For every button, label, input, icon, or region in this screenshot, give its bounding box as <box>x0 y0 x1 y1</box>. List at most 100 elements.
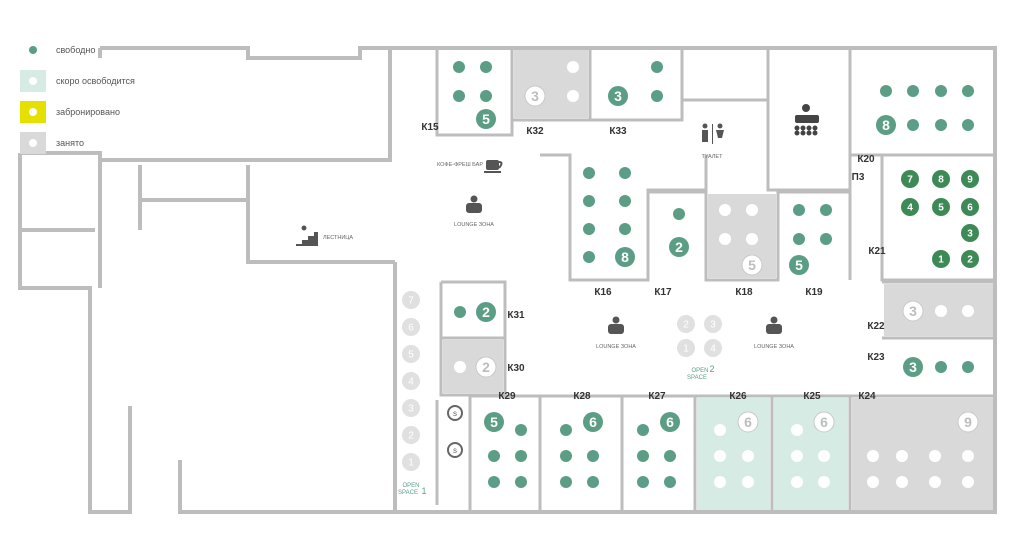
seat-k24-3[interactable] <box>962 450 974 462</box>
seat-k19-0[interactable] <box>793 204 805 216</box>
seat-k29-0[interactable] <box>488 450 500 462</box>
capacity-badge-k27[interactable] <box>660 412 680 432</box>
seat-k25-3[interactable] <box>818 476 830 488</box>
capacity-badge-k16[interactable] <box>615 247 635 267</box>
seat-k29-3[interactable] <box>515 476 527 488</box>
capacity-badge-k30[interactable] <box>475 356 497 378</box>
seat-k16-0[interactable] <box>583 167 595 179</box>
seat-k32-0[interactable] <box>567 61 579 73</box>
seat-k32-1[interactable] <box>567 90 579 102</box>
seat-k27-1[interactable] <box>637 450 649 462</box>
seat-k29-4[interactable] <box>515 424 527 436</box>
open-space-2-seat-4[interactable] <box>704 339 722 357</box>
seat-k27-3[interactable] <box>637 476 649 488</box>
capacity-badge-k24[interactable] <box>957 411 979 433</box>
seat-k18-3[interactable] <box>746 233 758 245</box>
open-space-1-seat-7[interactable] <box>402 291 420 309</box>
seat-k24-7[interactable] <box>962 476 974 488</box>
seat-k24-0[interactable] <box>867 450 879 462</box>
seat-k26-0[interactable] <box>714 450 726 462</box>
seat-k21-7[interactable] <box>932 250 950 268</box>
capacity-badge-k23[interactable] <box>903 357 923 377</box>
seat-k28-2[interactable] <box>587 450 599 462</box>
seat-k15-2[interactable] <box>453 90 465 102</box>
capacity-badge-k22[interactable] <box>902 300 924 322</box>
capacity-badge-k19[interactable] <box>789 255 809 275</box>
seat-k20-1[interactable] <box>907 85 919 97</box>
capacity-badge-k31[interactable] <box>476 302 496 322</box>
open-space-1-seat-2[interactable] <box>402 426 420 444</box>
seat-k29-1[interactable] <box>515 450 527 462</box>
seat-k19-1[interactable] <box>820 204 832 216</box>
seat-k23-1[interactable] <box>962 361 974 373</box>
seat-k24-6[interactable] <box>929 476 941 488</box>
seat-k16-3[interactable] <box>619 195 631 207</box>
seat-k21-4[interactable] <box>932 198 950 216</box>
capacity-badge-k28[interactable] <box>583 412 603 432</box>
capacity-badge-k32[interactable] <box>524 85 546 107</box>
seat-k18-0[interactable] <box>719 204 731 216</box>
seat-k24-5[interactable] <box>896 476 908 488</box>
seat-k16-6[interactable] <box>583 251 595 263</box>
seat-k25-0[interactable] <box>791 450 803 462</box>
seat-k26-3[interactable] <box>742 476 754 488</box>
seat-k25-4[interactable] <box>791 424 803 436</box>
open-space-1-seat-4[interactable] <box>402 372 420 390</box>
seat-k18-2[interactable] <box>719 233 731 245</box>
seat-k24-1[interactable] <box>896 450 908 462</box>
seat-k28-1[interactable] <box>560 450 572 462</box>
seat-k27-2[interactable] <box>664 450 676 462</box>
seat-k21-6[interactable] <box>961 224 979 242</box>
seat-k24-2[interactable] <box>929 450 941 462</box>
open-space-2-seat-2[interactable] <box>677 315 695 333</box>
capacity-badge-k33[interactable] <box>608 86 628 106</box>
open-space-1-seat-1[interactable] <box>402 453 420 471</box>
seat-k20-0[interactable] <box>880 85 892 97</box>
seat-k25-1[interactable] <box>818 450 830 462</box>
capacity-badge-k29[interactable] <box>484 412 504 432</box>
seat-k21-0[interactable] <box>901 170 919 188</box>
seat-k21-5[interactable] <box>961 198 979 216</box>
seat-k33-0[interactable] <box>651 61 663 73</box>
seat-k21-1[interactable] <box>932 170 950 188</box>
seat-k27-0[interactable] <box>637 424 649 436</box>
seat-k22-0[interactable] <box>935 305 947 317</box>
seat-k20-2[interactable] <box>935 85 947 97</box>
capacity-badge-k20[interactable] <box>876 115 896 135</box>
seat-k20-4[interactable] <box>907 119 919 131</box>
seat-k26-4[interactable] <box>714 424 726 436</box>
open-space-2-seat-1[interactable] <box>677 339 695 357</box>
seat-k26-1[interactable] <box>742 450 754 462</box>
open-space-1-seat-6[interactable] <box>402 318 420 336</box>
open-space-1-seat-3[interactable] <box>402 399 420 417</box>
seat-k15-1[interactable] <box>480 61 492 73</box>
open-space-2-seat-3[interactable] <box>704 315 722 333</box>
seat-k20-6[interactable] <box>962 119 974 131</box>
seat-k15-3[interactable] <box>480 90 492 102</box>
seat-k22-1[interactable] <box>962 305 974 317</box>
seat-k30-0[interactable] <box>454 361 466 373</box>
seat-k16-4[interactable] <box>583 223 595 235</box>
seat-k16-2[interactable] <box>583 195 595 207</box>
open-space-1-seat-5[interactable] <box>402 345 420 363</box>
seat-k25-2[interactable] <box>791 476 803 488</box>
seat-k17-0[interactable] <box>673 208 685 220</box>
seat-k29-2[interactable] <box>488 476 500 488</box>
capacity-badge-k15[interactable] <box>476 109 496 129</box>
seat-k19-2[interactable] <box>793 233 805 245</box>
seat-k23-0[interactable] <box>935 361 947 373</box>
seat-k20-3[interactable] <box>962 85 974 97</box>
seat-k31-0[interactable] <box>454 306 466 318</box>
seat-k21-8[interactable] <box>961 250 979 268</box>
seat-k15-0[interactable] <box>453 61 465 73</box>
seat-k16-5[interactable] <box>619 223 631 235</box>
seat-k18-1[interactable] <box>746 204 758 216</box>
seat-k26-2[interactable] <box>714 476 726 488</box>
capacity-badge-k18[interactable] <box>741 254 763 276</box>
seat-k28-0[interactable] <box>560 424 572 436</box>
seat-k27-4[interactable] <box>664 476 676 488</box>
seat-k33-1[interactable] <box>651 90 663 102</box>
capacity-badge-k17[interactable] <box>669 237 689 257</box>
seat-k20-5[interactable] <box>935 119 947 131</box>
seat-k28-4[interactable] <box>587 476 599 488</box>
